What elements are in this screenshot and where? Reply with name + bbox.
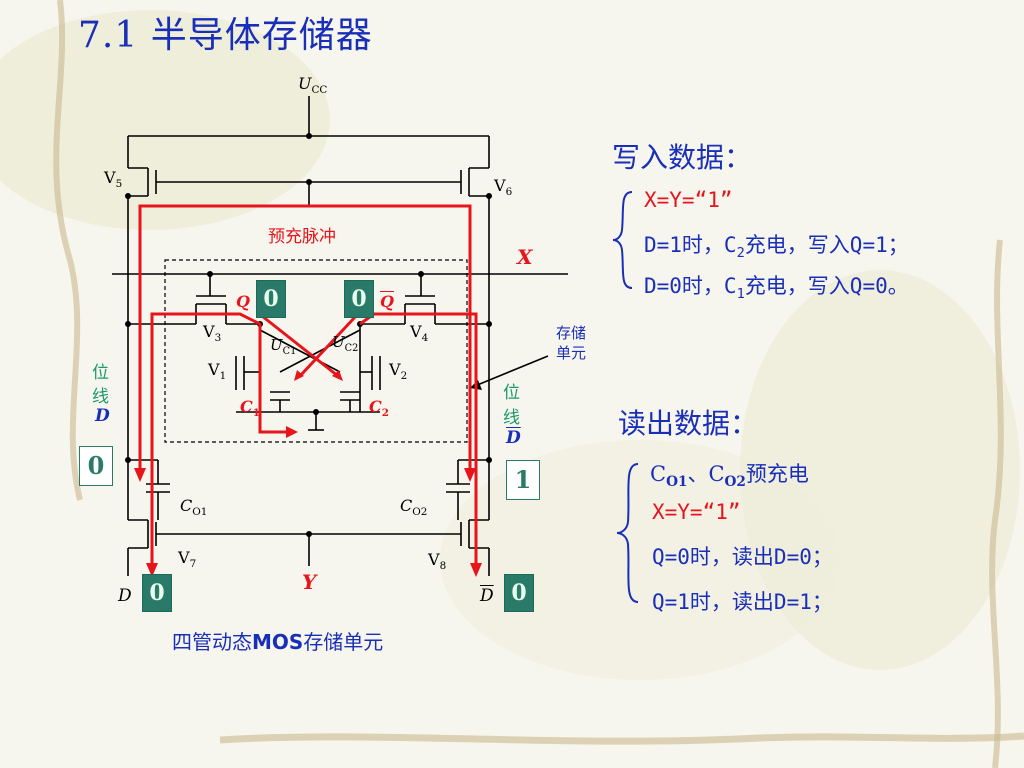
x-label: X <box>517 245 533 269</box>
ucc-label: UCC <box>298 74 327 96</box>
read-heading: 读出数据： <box>618 407 759 440</box>
v7-letter: V <box>178 548 190 567</box>
write-line-3: D=0时，C1充电，写入Q=0。 <box>644 270 909 302</box>
dbar-value-box: 0 <box>504 574 534 612</box>
precharge-label: 预充脉冲 <box>268 227 336 247</box>
c2-subscript: 2 <box>381 407 389 420</box>
bitline-right-dbar: D <box>506 428 521 448</box>
v2-letter: V <box>389 360 401 379</box>
v1-label: V1 <box>208 360 226 382</box>
read-line-1: CO1、CO2预充电 <box>650 458 809 490</box>
uc2-label: UC2 <box>332 333 358 354</box>
read-line-1-sub2: O2 <box>724 474 746 491</box>
write-line-3-b: 充电，写入Q=0。 <box>744 274 909 298</box>
v8-label: V8 <box>428 550 446 572</box>
c1-subscript: 1 <box>252 407 260 420</box>
co1-label: CO1 <box>180 496 207 518</box>
bitline-right-char2: 线 <box>503 408 520 428</box>
v2-subscript: 2 <box>400 370 408 383</box>
c2-label: C2 <box>369 397 389 419</box>
read-brace <box>616 463 639 603</box>
write-line-1: X=Y=“1” <box>644 188 733 212</box>
bitline-right-char1: 位 <box>503 383 520 403</box>
v6-subscript: 6 <box>505 186 513 199</box>
read-line-1-sub1: O1 <box>666 474 688 491</box>
qbar-value-box: 0 <box>344 280 374 318</box>
v4-letter: V <box>410 322 422 341</box>
co2-label: CO2 <box>400 496 427 518</box>
v5-label: V5 <box>104 168 122 190</box>
v7-label: V7 <box>178 548 196 570</box>
v1-subscript: 1 <box>219 370 227 383</box>
uc1-subscript: C1 <box>282 346 297 357</box>
caption-suffix: 存储单元 <box>303 630 384 654</box>
caption-bold: MOS <box>252 630 304 654</box>
write-heading: 写入数据： <box>612 141 753 174</box>
read-line-1-b: 预充电 <box>745 462 809 486</box>
v2-label: V2 <box>389 360 407 382</box>
ucc-letter: U <box>298 74 312 93</box>
write-line-2-sub: 2 <box>736 245 745 262</box>
v4-subscript: 4 <box>421 332 429 345</box>
storage-cell-label-2: 单元 <box>556 344 587 362</box>
v5-letter: V <box>104 168 116 187</box>
read-line-1-a: C <box>650 462 667 486</box>
diagram-caption: 四管动态MOS存储单元 <box>172 626 383 655</box>
read-line-3: Q=0时，读出D=0； <box>652 545 833 569</box>
q-value-box: 0 <box>256 280 286 318</box>
write-brace <box>612 191 633 289</box>
c1-letter: C <box>240 397 253 416</box>
storage-cell-label-1: 存储 <box>556 324 587 342</box>
v6-letter: V <box>494 176 506 195</box>
c1-label: C1 <box>240 397 260 419</box>
storage-cell-outline <box>164 259 468 443</box>
uc2-letter: U <box>332 333 345 351</box>
ucc-subscript: CC <box>311 84 328 97</box>
v3-subscript: 3 <box>214 332 222 345</box>
v6-label: V6 <box>494 176 512 198</box>
co1-subscript: O1 <box>192 506 208 519</box>
write-line-3-a: D=0时，C <box>644 274 737 298</box>
co2-subscript: O2 <box>412 506 428 519</box>
uc1-label: UC1 <box>270 336 296 357</box>
y-label: Y <box>302 570 317 594</box>
red-paths <box>138 204 478 565</box>
bitline-left-value-box: 0 <box>79 446 113 486</box>
dbar-right-label: D <box>480 586 494 606</box>
bitline-left-char1: 位 <box>92 363 109 383</box>
read-line-1-mid: 、C <box>687 462 725 486</box>
write-line-3-sub: 1 <box>736 286 745 303</box>
read-line-2: X=Y=“1” <box>652 500 741 524</box>
qbar-label: Q <box>380 292 394 311</box>
v8-letter: V <box>428 550 440 569</box>
v7-subscript: 7 <box>189 558 197 571</box>
v1-letter: V <box>208 360 220 379</box>
read-line-4: Q=1时，读出D=1； <box>652 590 833 614</box>
bitline-left-char2: 线 <box>92 387 109 407</box>
write-line-2-a: D=1时，C <box>644 233 737 257</box>
circuit-wires <box>112 96 568 576</box>
v5-subscript: 5 <box>115 178 123 191</box>
bitline-left-d: D <box>95 406 110 426</box>
v3-label: V3 <box>203 322 221 344</box>
uc1-letter: U <box>270 336 283 354</box>
write-line-2-b: 充电，写入Q=1； <box>744 233 909 257</box>
co2-letter: C <box>400 496 413 515</box>
bitline-right-value-box: 1 <box>506 460 540 500</box>
red-arrowheads <box>134 370 482 577</box>
uc2-subscript: C2 <box>344 343 359 354</box>
v8-subscript: 8 <box>439 560 447 573</box>
co1-letter: C <box>180 496 193 515</box>
page-title: 7.1 半导体存储器 <box>78 15 373 56</box>
q-label: Q <box>236 292 250 311</box>
caption-prefix: 四管动态 <box>172 630 252 654</box>
v3-letter: V <box>203 322 215 341</box>
c2-letter: C <box>369 397 382 416</box>
d-value-box: 0 <box>142 574 172 612</box>
d-left-label: D <box>118 586 132 606</box>
v4-label: V4 <box>410 322 428 344</box>
write-line-2: D=1时，C2充电，写入Q=1； <box>644 229 909 261</box>
